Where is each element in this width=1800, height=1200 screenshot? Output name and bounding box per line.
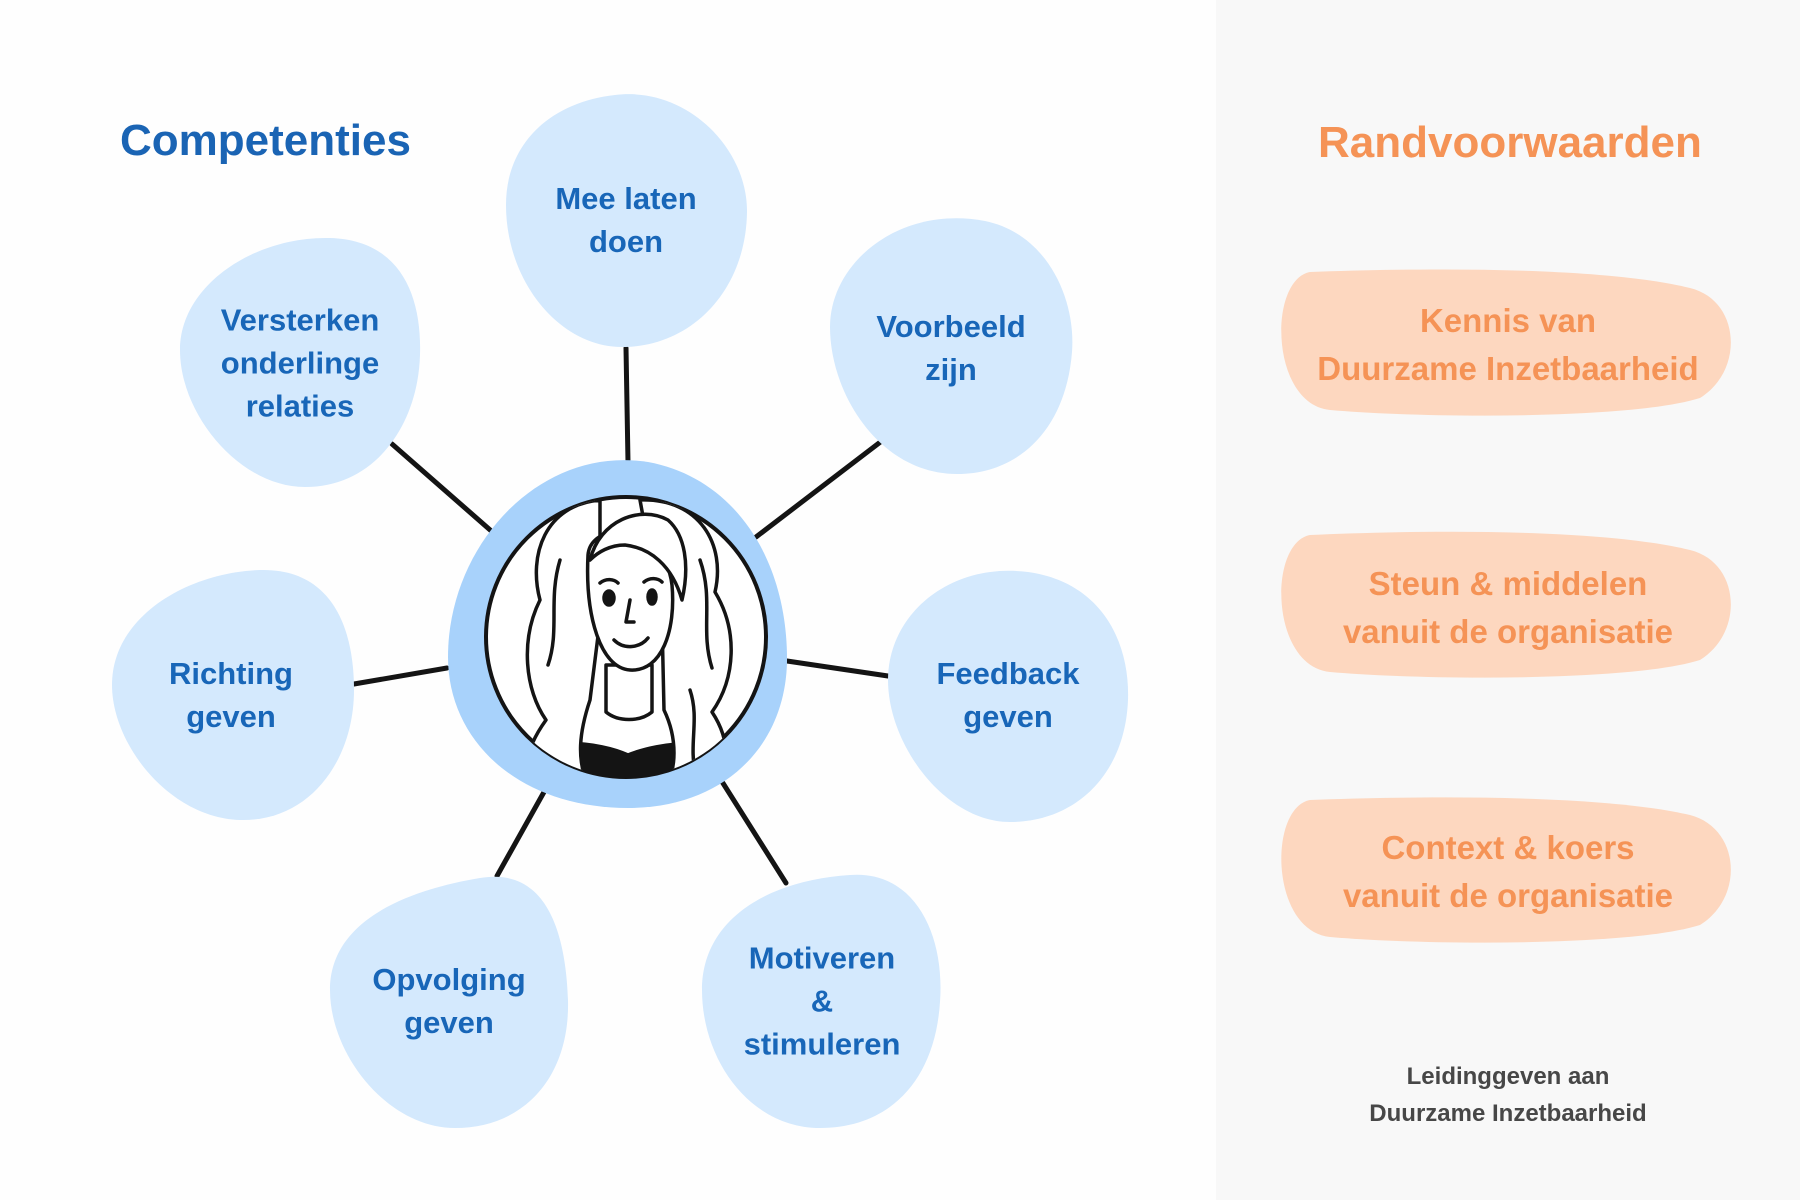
randvoorwaarden-title: Randvoorwaarden [1318,118,1702,167]
condition-blob-context [1281,797,1731,943]
competency-blobs [112,94,1129,1128]
condition-label-kennis: Kennis van Duurzame Inzetbaarheid [1317,302,1699,387]
blob-motiveren-stimuleren [702,874,941,1128]
connector-versterken-relaties [389,441,500,539]
label-feedback-geven: Feedback geven [936,656,1080,734]
connector-motiveren-stimuleren [718,777,789,886]
condition-blob-kennis [1281,269,1731,416]
woman-portrait-icon [484,495,768,779]
connector-richting-geven [351,665,450,687]
connector-mee-laten-doen [623,345,631,465]
condition-label-steun: Steun & middelen vanuit de organisatie [1342,565,1674,650]
blob-richting-geven [112,569,354,821]
connector-opvolging-geven [494,789,547,879]
connector-feedback-geven [784,658,891,679]
condition-blobs [1281,269,1731,943]
condition-blob-steun [1281,531,1731,678]
condition-label-context: Context & koers vanuit de organisatie [1342,829,1674,914]
connector-voorbeeld-zijn [753,437,886,540]
label-richting-geven: Richting geven [169,656,293,734]
connectors [351,345,891,886]
blob-mee-laten-doen [506,94,748,347]
blob-versterken-relaties [180,237,421,487]
label-versterken-relaties: Versterken onderlinge relaties [220,302,380,424]
blob-voorbeeld-zijn [830,218,1073,474]
footer-caption: Leidinggeven aan Duurzame Inzetbaarheid [1369,1063,1647,1127]
competenties-title: Competenties [120,116,411,165]
blob-feedback-geven [888,570,1129,822]
label-voorbeeld-zijn: Voorbeeld zijn [876,309,1026,387]
label-opvolging-geven: Opvolging geven [372,962,526,1040]
blob-opvolging-geven [330,876,569,1128]
label-motiveren-stimuleren: Motiveren & stimuleren [743,940,901,1062]
label-mee-laten-doen: Mee laten doen [555,181,697,259]
